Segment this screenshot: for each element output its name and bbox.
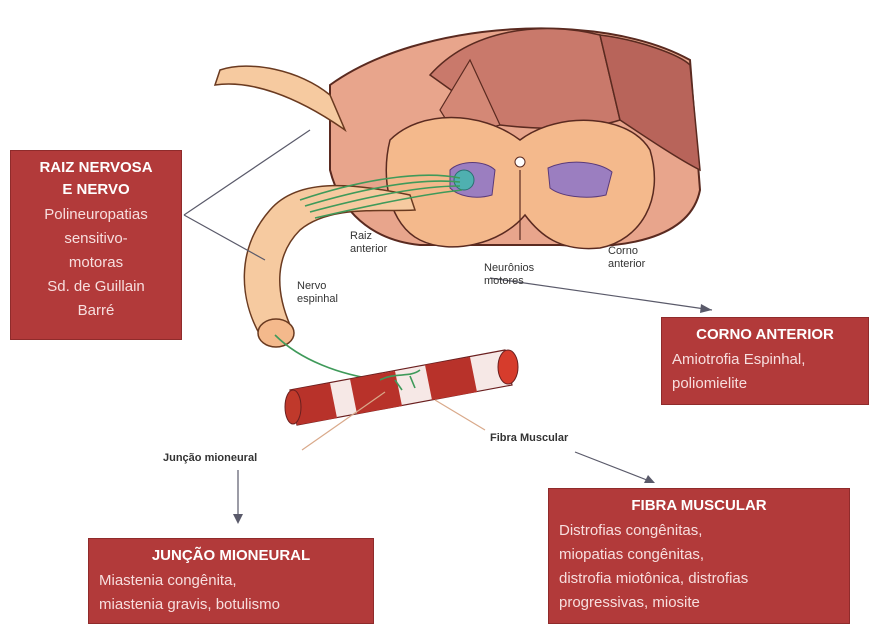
box-fibra-line: distrofia miotônica, distrofias (559, 567, 839, 591)
nerve-cut-end (258, 319, 294, 347)
box-juncao-title: JUNÇÃO MIONEURAL (99, 545, 363, 567)
box-raiz-line: Barré (15, 299, 177, 323)
box-raiz-line: Sd. de Guillain (15, 275, 177, 299)
label-nervo-espinhal: Nervo espinhal (297, 280, 338, 306)
box-juncao-mioneural: JUNÇÃO MIONEURAL Miastenia congênita, mi… (88, 538, 374, 624)
label-raiz-anterior: Raiz anterior (350, 230, 387, 256)
spinal-cord (330, 28, 700, 248)
box-fibra-line: Distrofias congênitas, (559, 519, 839, 543)
box-corno-body: Amiotrofia Espinhal, poliomielite (672, 348, 858, 396)
box-corno-anterior: CORNO ANTERIOR Amiotrofia Espinhal, poli… (661, 317, 869, 405)
spinal-nerve (244, 186, 415, 335)
box-corno-line: Amiotrofia Espinhal, (672, 348, 858, 372)
motor-neurons (454, 170, 474, 190)
dorsal-root (215, 66, 345, 130)
label-neuronios-motores: Neurônios motores (484, 262, 534, 288)
box-corno-line: poliomielite (672, 372, 858, 396)
box-raiz-body: Polineuropatias sensitivo- motoras Sd. d… (15, 203, 177, 323)
box-corno-title: CORNO ANTERIOR (672, 324, 858, 346)
anterior-horn-right (548, 162, 612, 197)
muscle-end (498, 350, 518, 384)
label-fibra-muscular: Fibra Muscular (490, 432, 568, 444)
box-raiz-line: sensitivo- (15, 227, 177, 251)
box-raiz-line: motoras (15, 251, 177, 275)
muscle-end (285, 390, 301, 424)
box-raiz-nervosa: RAIZ NERVOSA E NERVO Polineuropatias sen… (10, 150, 182, 340)
box-juncao-body: Miastenia congênita, miastenia gravis, b… (99, 569, 363, 617)
box-raiz-line: Polineuropatias (15, 203, 177, 227)
muscle-fiber (285, 350, 518, 425)
box-fibra-body: Distrofias congênitas, miopatias congêni… (559, 519, 839, 615)
box-fibra-title: FIBRA MUSCULAR (559, 495, 839, 517)
box-juncao-line: miastenia gravis, botulismo (99, 593, 363, 617)
box-juncao-line: Miastenia congênita, (99, 569, 363, 593)
label-corno-anterior: Corno anterior (608, 245, 645, 271)
box-fibra-line: progressivas, miosite (559, 591, 839, 615)
label-juncao-mioneural: Junção mioneural (163, 452, 257, 464)
box-raiz-title-2: E NERVO (15, 179, 177, 201)
box-raiz-title-1: RAIZ NERVOSA (15, 157, 177, 179)
box-fibra-line: miopatias congênitas, (559, 543, 839, 567)
central-canal (515, 157, 525, 167)
box-fibra-muscular: FIBRA MUSCULAR Distrofias congênitas, mi… (548, 488, 850, 624)
